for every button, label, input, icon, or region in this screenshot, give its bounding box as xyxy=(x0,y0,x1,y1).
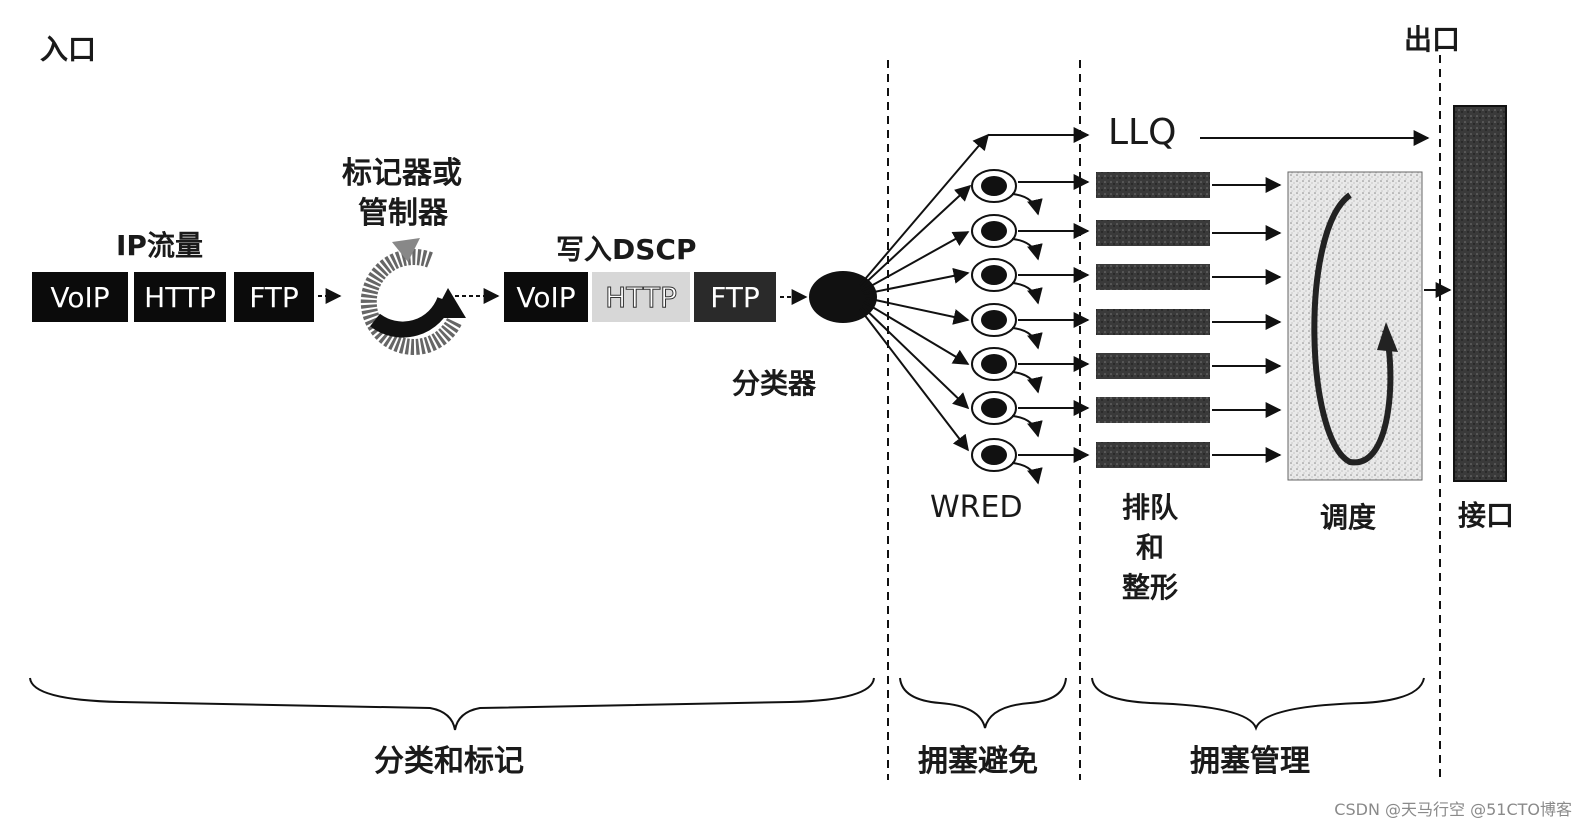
section-avoid-label: 拥塞避免 xyxy=(918,744,1038,779)
write-dscp-label: 写入DSCP xyxy=(556,233,697,266)
entrance-label: 入口 xyxy=(40,33,97,66)
queue-label: 排队 和 整形 xyxy=(1122,488,1178,608)
queue-to-scheduler-arrows xyxy=(1212,177,1282,463)
watermark: CSDN @天马行空 @51CTO博客 xyxy=(1334,800,1572,819)
queue-label-line3: 整形 xyxy=(1122,571,1179,604)
queues xyxy=(1096,172,1210,468)
fan-out-arrows xyxy=(859,133,990,452)
traffic-box-voip: VoIP xyxy=(32,272,128,322)
marked-box-http: HTTP xyxy=(592,272,690,322)
section-classify-label: 分类和标记 xyxy=(374,744,524,779)
brace-classify xyxy=(29,677,875,731)
marker-label-line2: 管制器 xyxy=(358,196,448,231)
queue-label-line2: 和 xyxy=(1136,531,1165,564)
interface-bar xyxy=(1453,105,1507,482)
interface-label: 接口 xyxy=(1458,499,1515,532)
scheduler-box xyxy=(1287,171,1423,481)
traffic-box-http: HTTP xyxy=(134,272,226,322)
marked-box-voip: VoIP xyxy=(504,272,588,322)
classifier-label: 分类器 xyxy=(732,367,817,400)
brace-avoid xyxy=(899,677,1067,729)
queue-label-line1: 排队 xyxy=(1122,491,1179,524)
brace-manage xyxy=(1091,677,1425,731)
wred-label: WRED xyxy=(930,490,1023,525)
scheduler-label: 调度 xyxy=(1320,501,1377,534)
scheduler-cycle-icon xyxy=(1311,192,1394,466)
marker-cycle-icon xyxy=(360,238,466,355)
marker-label-line1: 标记器或 xyxy=(342,156,462,191)
traffic-box-ftp: FTP xyxy=(234,272,314,322)
ip-traffic-label: IP流量 xyxy=(116,229,203,262)
section-manage-label: 拥塞管理 xyxy=(1190,744,1310,779)
marked-box-ftp: FTP xyxy=(694,272,776,322)
wred-to-queue-arrows xyxy=(1011,174,1090,485)
exit-label: 出口 xyxy=(1404,23,1461,56)
wred-nodes xyxy=(971,169,1017,472)
classifier-shape xyxy=(809,271,877,323)
llq-label: LLQ xyxy=(1108,112,1177,153)
